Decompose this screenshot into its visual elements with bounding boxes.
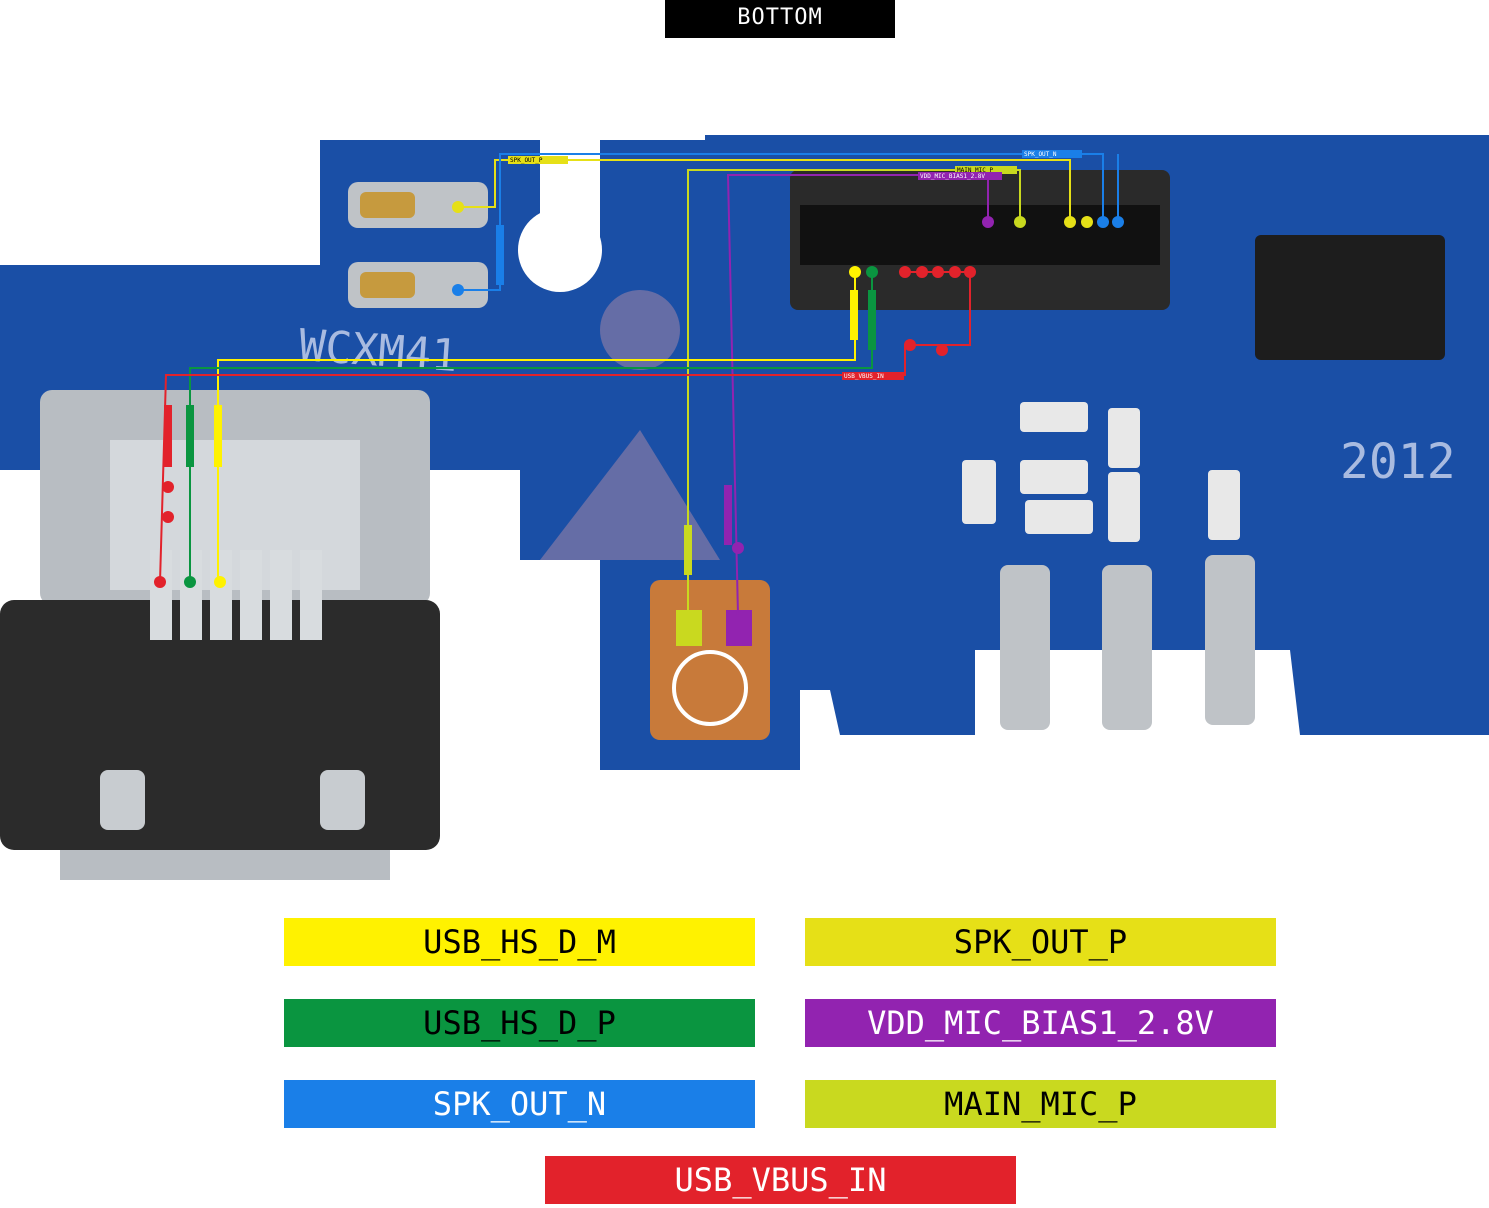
legend-main-mic-p: MAIN_MIC_P [805, 1080, 1276, 1128]
silkscreen-date: 2012 [1340, 434, 1456, 490]
tag-usb-vbus: USB_VBUS_IN [844, 373, 884, 380]
watermark [540, 290, 720, 560]
speaker-contact-2 [348, 262, 488, 308]
speaker-contact-1 [348, 182, 488, 228]
tag-main-mic-p: MAIN_MIC_P [957, 167, 994, 174]
trace-vdd-mic [726, 174, 989, 616]
legend-usb-hs-d-p: USB_HS_D_P [284, 999, 755, 1047]
legend-usb-hs-d-m: USB_HS_D_M [284, 918, 755, 966]
legend-vdd-mic-bias: VDD_MIC_BIAS1_2.8V [805, 999, 1276, 1047]
silkscreen-label: WCXM41 [297, 320, 459, 382]
legend-spk-out-p: SPK_OUT_P [805, 918, 1276, 966]
usb-pins [150, 550, 322, 640]
trace-main-mic-p [687, 169, 1021, 615]
board-connector [790, 170, 1170, 310]
legend-spk-out-n: SPK_OUT_N [284, 1080, 755, 1128]
net-tags: SPK_OUT_P SPK_OUT_N MAIN_MIC_P VDD_MIC_B… [164, 150, 1082, 575]
trace-spk-out-n [458, 153, 1104, 291]
tag-spk-out-p: SPK_OUT_P [510, 157, 543, 164]
microphone [650, 580, 770, 740]
page-title: BOTTOM [665, 0, 895, 38]
board-connector-right [1255, 235, 1445, 360]
smd-components [962, 402, 1240, 542]
tag-vdd-mic: VDD_MIC_BIAS1_2.8V [920, 173, 985, 180]
pcb-board: WCXM41 2012 [0, 135, 1489, 880]
usb-port [0, 390, 440, 880]
test-points [154, 201, 1124, 588]
antenna-contacts [1000, 555, 1255, 730]
tag-spk-out-n: SPK_OUT_N [1024, 151, 1057, 158]
legend-usb-vbus-in: USB_VBUS_IN [545, 1156, 1016, 1204]
trace-spk-out-p [458, 159, 1071, 222]
